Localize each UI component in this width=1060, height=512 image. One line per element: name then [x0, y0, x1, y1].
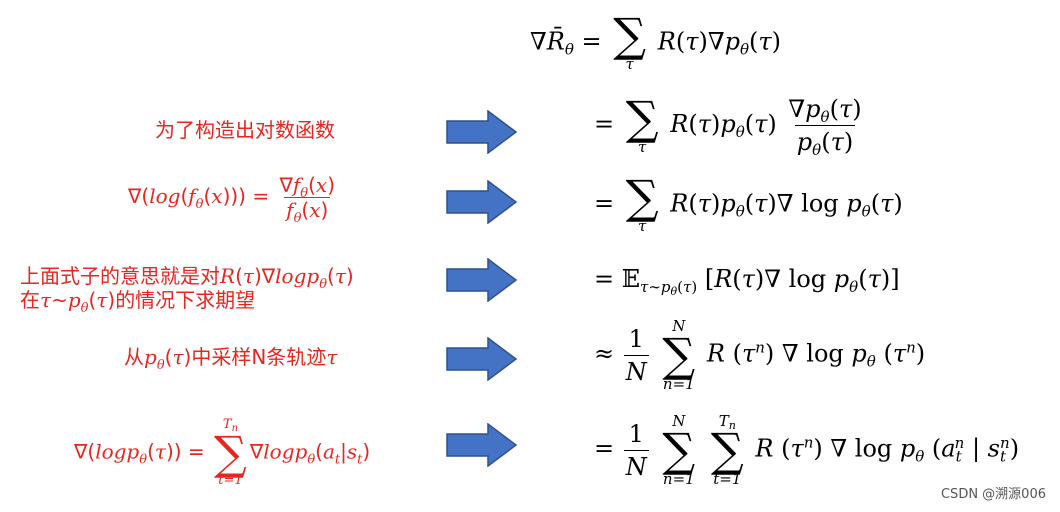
right-arrow-icon — [446, 423, 518, 467]
log-derivative-fraction: ∇fθ(x) fθ(x) — [279, 173, 335, 226]
equation-gradient-definition: ∇R̄θ = ∑τ R(τ)∇pθ(τ) — [530, 8, 782, 73]
note-sampling: 从pθ(τ)中采样N条轨迹τ — [124, 345, 338, 373]
right-arrow-icon — [446, 110, 518, 154]
note-construct-log: 为了构造出对数函数 — [155, 118, 335, 142]
sum-symbol: N∑n=1 — [662, 412, 696, 488]
right-arrow-icon — [446, 258, 518, 302]
right-arrow-icon — [446, 180, 518, 224]
sum-symbol: ∑τ — [625, 170, 659, 235]
equation-log-form: = ∑τ R(τ)pθ(τ)∇ log pθ(τ) — [594, 170, 903, 235]
right-arrow-icon — [446, 337, 518, 381]
gradient-ratio-fraction: ∇pθ(τ) pθ(τ) — [788, 95, 862, 159]
sum-symbol: ∑τ — [625, 90, 659, 156]
sum-symbol: Tn∑t=1 — [710, 412, 744, 488]
note-expectation-line2: 在τ~pθ(τ)的情况下求期望 — [20, 288, 256, 316]
sum-symbol: ∑τ — [613, 8, 647, 73]
note-expectation-line1: 上面式子的意思就是对R(τ)∇logpθ(τ) — [20, 264, 354, 292]
watermark: CSDN @溯源006 — [940, 487, 1046, 502]
trajectory-sum-symbol: Tn ∑ t=1 — [214, 417, 247, 488]
sum-symbol: N∑n=1 — [662, 317, 696, 393]
note-trajectory-sum: ∇(logpθ(τ)) = Tn ∑ t=1 ∇logpθ(at|st) — [74, 417, 371, 488]
equation-multiply-divide: = ∑τ R(τ)pθ(τ) ∇pθ(τ) pθ(τ) — [594, 90, 862, 159]
note-expectation: 上面式子的意思就是对R(τ)∇logpθ(τ) 在τ~pθ(τ)的情况下求期望 — [20, 264, 354, 316]
equation-expectation: = 𝔼τ∼pθ(τ) [R(τ)∇ log pθ(τ)] — [594, 265, 900, 298]
note-log-derivative: ∇(log(fθ(x))) = ∇fθ(x) fθ(x) — [128, 173, 335, 226]
